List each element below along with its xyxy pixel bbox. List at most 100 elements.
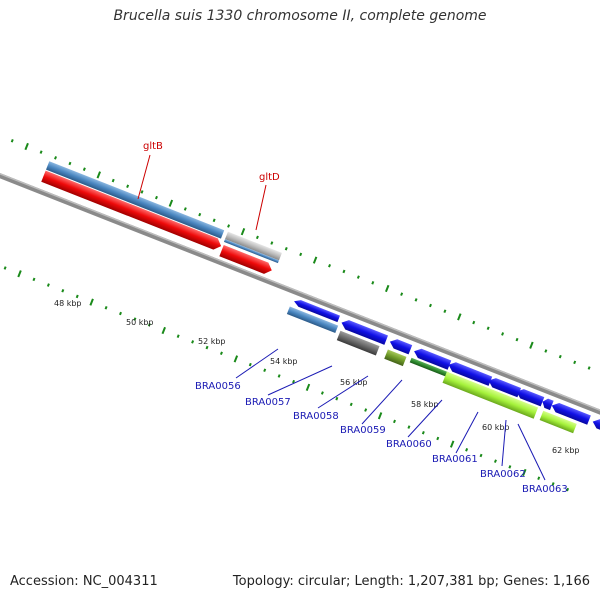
- BRA0060-leader: [407, 399, 443, 438]
- BRA0058-label: BRA0058: [293, 411, 339, 422]
- minor-tick: [551, 482, 555, 486]
- BRA0056-cds: [286, 306, 339, 334]
- minor-tick: [39, 150, 43, 154]
- BRA0056-leader: [235, 348, 279, 379]
- cds-arrow-blue: [389, 339, 413, 355]
- lower-strand-features: [286, 300, 600, 436]
- BRA0061-leader: [455, 411, 479, 454]
- major-tick: [240, 228, 246, 236]
- minor-tick: [428, 303, 432, 308]
- gltD-cds-steel: [223, 239, 279, 264]
- minor-tick: [176, 334, 180, 338]
- inner-scale-ticks: [3, 266, 570, 492]
- minor-tick: [10, 139, 14, 143]
- minor-tick: [566, 487, 570, 492]
- scale-label: 54 kbp: [270, 357, 298, 366]
- genome-backbone-highlight: [0, 120, 600, 416]
- major-tick: [377, 412, 383, 420]
- minor-tick: [32, 277, 36, 282]
- major-tick: [305, 383, 311, 391]
- scale-label: 62 kbp: [552, 446, 580, 455]
- BRA0059-cds: [409, 357, 449, 378]
- gltD-label: gltD: [259, 172, 280, 183]
- minor-tick: [68, 161, 72, 166]
- upper-strand-features: [41, 161, 282, 274]
- minor-tick: [508, 465, 512, 469]
- cds-arrow-blue: [448, 362, 493, 386]
- scale-label: 48 kbp: [54, 299, 82, 308]
- minor-tick: [111, 178, 115, 183]
- cds-arrow-blue: [542, 398, 554, 411]
- BRA0060-label: BRA0060: [386, 439, 432, 450]
- minor-tick: [205, 345, 209, 350]
- minor-tick: [126, 184, 130, 188]
- minor-tick: [479, 453, 483, 458]
- minor-tick: [400, 292, 404, 296]
- minor-tick: [501, 332, 505, 336]
- BRA0058-cds: [384, 349, 407, 367]
- minor-tick: [183, 207, 187, 211]
- minor-tick: [75, 294, 79, 299]
- minor-tick: [486, 326, 490, 331]
- lower-gene-labels: BRA0056 BRA0057 BRA0058 BRA0059 BRA0060 …: [195, 348, 568, 495]
- major-tick: [449, 440, 455, 448]
- major-tick: [168, 199, 174, 207]
- BRA0062-leader: [501, 419, 507, 467]
- minor-tick: [147, 323, 151, 327]
- minor-tick: [133, 317, 137, 321]
- major-tick: [312, 256, 318, 264]
- BRA0063-cds: [539, 410, 577, 434]
- minor-tick: [154, 195, 158, 200]
- minor-tick: [407, 425, 411, 429]
- BRA0057-cds: [336, 330, 380, 356]
- minor-tick: [255, 235, 259, 240]
- minor-tick: [421, 431, 425, 435]
- minor-tick: [544, 349, 548, 353]
- BRA0059-label: BRA0059: [340, 425, 386, 436]
- gltB-cds-steel: [46, 161, 225, 239]
- map-title: Brucella suis 1330 chromosome II, comple…: [113, 8, 487, 24]
- minor-tick: [248, 362, 252, 367]
- minor-tick: [465, 448, 469, 452]
- major-tick: [522, 468, 527, 477]
- gltD-cds-red: [219, 245, 272, 274]
- minor-tick: [443, 309, 447, 313]
- minor-tick: [320, 391, 324, 395]
- minor-tick: [191, 340, 195, 344]
- major-tick: [529, 341, 534, 349]
- minor-tick: [414, 298, 418, 302]
- genome-backbone: [0, 120, 600, 419]
- gltD-leader: [255, 184, 267, 231]
- scale-label: 56 kbp: [340, 378, 368, 387]
- minor-tick: [140, 190, 144, 194]
- major-tick: [384, 284, 390, 293]
- cds-arrow-blue: [516, 389, 545, 407]
- upper-gene-labels: gltB gltD: [137, 141, 280, 231]
- minor-tick: [82, 167, 86, 171]
- minor-tick: [558, 354, 562, 359]
- cds-arrow-blue: [414, 348, 452, 370]
- major-tick: [233, 355, 239, 363]
- minor-tick: [393, 419, 396, 424]
- cds-arrow-blue: [488, 378, 522, 398]
- BRA0059-leader: [361, 379, 403, 425]
- minor-tick: [515, 337, 519, 342]
- minor-tick: [472, 320, 476, 325]
- cds-arrow-blue: [551, 402, 591, 425]
- gltB-cds-red: [41, 170, 222, 250]
- major-tick: [17, 270, 22, 278]
- gltB-label: gltB: [143, 141, 163, 152]
- cds-arrow-blue: [341, 320, 389, 345]
- scale-label: 50 kbp: [126, 318, 154, 327]
- minor-tick: [212, 218, 216, 223]
- minor-tick: [292, 379, 296, 384]
- minor-tick: [198, 212, 202, 217]
- minor-tick: [54, 156, 57, 160]
- minor-tick: [227, 224, 231, 228]
- minor-tick: [587, 366, 591, 370]
- BRA0056-label: BRA0056: [195, 381, 241, 392]
- BRA0057-label: BRA0057: [245, 397, 291, 408]
- BRA0061-label: BRA0061: [432, 454, 478, 465]
- minor-tick: [573, 360, 577, 365]
